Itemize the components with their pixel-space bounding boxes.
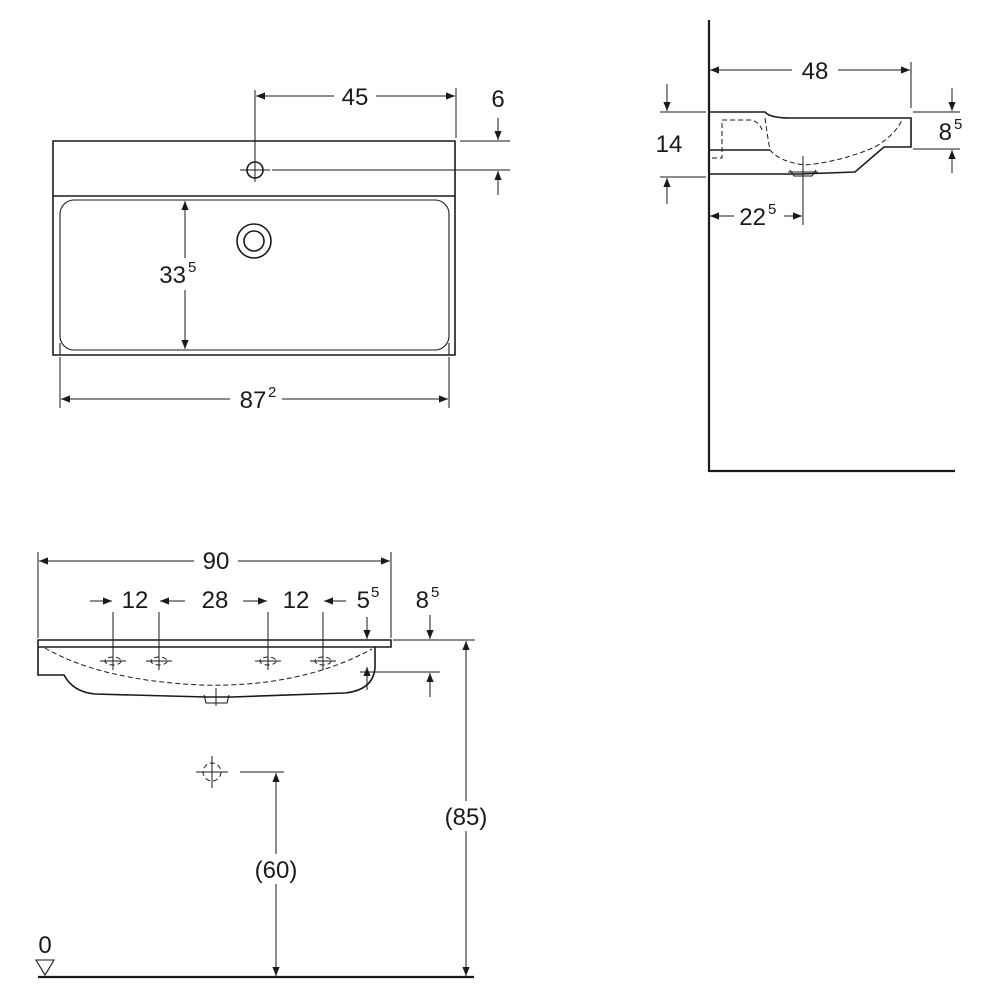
- tap-hole-1: [100, 612, 126, 670]
- basin-outline: [52, 140, 456, 356]
- bowl-profile-hidden: [764, 117, 903, 166]
- dim-label-8-5-side: 8: [939, 119, 952, 146]
- dim-label-14: 14: [656, 131, 683, 158]
- dim-label-5-5: 5: [357, 587, 370, 614]
- waste-outlet-marker: [196, 756, 228, 788]
- dim-label-33-5: 33: [159, 262, 186, 289]
- overflow-hole: [236, 223, 272, 259]
- dim-label-12-b: 12: [283, 587, 310, 614]
- dim-label-22-5-sup: 5: [768, 201, 776, 218]
- dim-label-8-5-front-sup: 5: [431, 584, 439, 601]
- top-view: 45 6 33 5 87 2: [52, 82, 510, 414]
- side-view: 48 14 8 5 22 5: [656, 20, 962, 473]
- front-basin-outline: [37, 639, 392, 698]
- bowl-outline: [59, 199, 450, 351]
- tap-hole-2: [146, 612, 172, 670]
- dim-label-45: 45: [342, 84, 369, 111]
- floor-level-symbol: [35, 959, 55, 977]
- dim-label-6: 6: [491, 86, 504, 113]
- dim-label-12-a: 12: [122, 587, 149, 614]
- dim-label-85: (85): [445, 804, 488, 831]
- dim-label-87-2-sup: 2: [268, 384, 276, 401]
- dim-label-22-5: 22: [739, 204, 766, 231]
- dim-label-33-5-sup: 5: [188, 259, 196, 276]
- front-bowl-hidden: [44, 647, 373, 686]
- dim-label-5-5-sup: 5: [371, 584, 379, 601]
- dim-label-28: 28: [202, 587, 229, 614]
- dim-label-8-5-side-sup: 5: [954, 116, 962, 133]
- front-view: 90 12 28 12 5 5 8 5 (60): [35, 546, 492, 979]
- dim-label-48: 48: [802, 58, 829, 85]
- dim-label-8-5-front: 8: [416, 587, 429, 614]
- tap-hole-4: [310, 612, 336, 670]
- floor-level-label: 0: [38, 932, 51, 959]
- dim-label-60: (60): [255, 857, 298, 884]
- dim-label-90: 90: [203, 548, 230, 575]
- basin-profile: [708, 111, 912, 175]
- dim-label-87-2: 87: [240, 387, 267, 414]
- tap-hole-3: [255, 612, 281, 670]
